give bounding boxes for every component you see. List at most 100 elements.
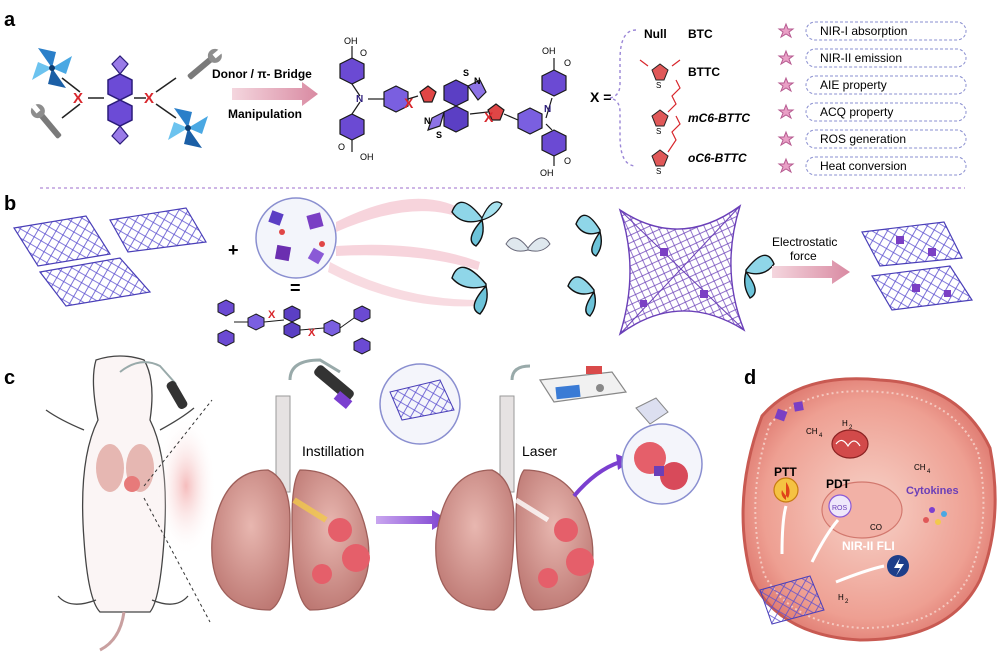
arrow-label-top: Donor / π- Bridge: [212, 67, 312, 81]
option-bttc: BTTC: [688, 65, 720, 79]
x-equals-label: X =: [590, 89, 611, 105]
step-arrow: [376, 510, 448, 530]
property-label: ROS generation: [820, 132, 906, 146]
property-label: AIE property: [820, 78, 887, 92]
x-linker-left: X: [73, 90, 83, 107]
option-null-prefix: Null: [644, 27, 667, 41]
star-icon: [777, 76, 795, 93]
cooh-top-right: OH: [542, 46, 556, 56]
ros-icon: [828, 494, 852, 518]
wrench-icon: [30, 104, 62, 139]
star-icon: [777, 49, 795, 66]
mitochondrion-icon: [831, 429, 869, 459]
atom-n-right: N: [544, 104, 551, 115]
thiophene-s-2: S: [656, 127, 661, 136]
core-acceptor: [107, 55, 133, 145]
cooh-top-left: OH: [344, 36, 358, 46]
wrench-icon: [187, 48, 222, 80]
atom-n-core-2: N: [424, 116, 431, 126]
graphene-sheet: [13, 207, 207, 307]
property-pill: [805, 102, 967, 122]
plus-sign: +: [228, 240, 239, 260]
butterfly-icon: [567, 276, 597, 317]
cooh-bottom-left: OH: [360, 152, 374, 162]
h2-label-1: H: [842, 419, 848, 428]
h2-sub-1: 2: [849, 425, 853, 431]
force-label-2: force: [790, 249, 817, 263]
graphene-in-cell: [759, 575, 825, 625]
thiophene-s-3: S: [656, 167, 661, 176]
atom-n-left: N: [356, 94, 363, 105]
lungs-laser: [435, 364, 594, 611]
x-linker-mol-right: X: [484, 109, 494, 125]
panel-label-d: d: [744, 367, 756, 389]
o-bottom-right: O: [564, 156, 571, 166]
panel-label-b: b: [4, 193, 16, 215]
ch4-label-1: CH: [806, 427, 818, 436]
star-icon: [777, 157, 795, 174]
ros-label: ROS: [832, 505, 848, 512]
lungs-instillation: [211, 358, 370, 611]
nanoparticles: [268, 210, 325, 265]
fire-icon: [773, 477, 799, 503]
laser-device: [538, 366, 628, 403]
property-pill: [805, 156, 967, 176]
manipulation-arrow: [232, 82, 318, 106]
loaded-graphene: [861, 221, 974, 311]
property-label: NIR-II emission: [820, 51, 902, 65]
panel-label-c: c: [4, 367, 15, 389]
property-pill: [805, 48, 967, 68]
property-label: ACQ property: [820, 105, 893, 119]
arrow-label-bottom: Manipulation: [228, 107, 302, 121]
equals-sign: =: [290, 278, 301, 298]
panel-b: + = X X: [13, 197, 974, 355]
panel-a: X X Donor / π- Bridge Manipulation: [30, 21, 967, 178]
x-small-left: X: [268, 309, 276, 321]
atom-s-core-2: S: [436, 130, 442, 140]
cytokines-label: Cytokines: [906, 485, 959, 497]
thiophene-s-1: S: [656, 81, 661, 90]
step-instillation: Instillation: [302, 443, 364, 459]
option-btc: BTC: [688, 27, 713, 41]
thiophene-icon: [651, 115, 681, 167]
butterfly-icon: [743, 254, 775, 299]
options-brace: [609, 29, 637, 167]
option-oc6-bttc: oC6-BTTC: [688, 151, 747, 165]
star-icon: [777, 22, 795, 39]
atom-s-core-1: S: [463, 68, 469, 78]
pdt-label: PDT: [826, 477, 851, 491]
ch4-sub-2: 4: [927, 469, 931, 475]
x-linker-right: X: [144, 90, 154, 107]
thiophene-icon: [651, 79, 681, 127]
electrostatic-arrow: [772, 260, 850, 284]
lightning-icon: [887, 555, 909, 577]
panel-d: PTT PDT ROS Cytokines NIR-II FLI CH 4 H …: [741, 377, 997, 642]
net-mesh: [618, 204, 746, 336]
panel-label-a: a: [4, 9, 16, 31]
butterfly-icon: [451, 266, 488, 315]
thiophene-icon: [639, 59, 681, 81]
ptt-label: PTT: [774, 465, 797, 479]
force-label-1: Electrostatic: [772, 235, 837, 249]
atom-n-core-1: N: [474, 76, 481, 86]
co-label: CO: [870, 523, 882, 532]
nir-fli-label: NIR-II FLI: [842, 539, 895, 553]
step-laser: Laser: [522, 443, 557, 459]
h2-label-2: H: [838, 593, 844, 602]
molecule-zoom-circle: [255, 197, 337, 279]
property-pill: [805, 75, 967, 95]
butterfly-icon: [575, 214, 603, 257]
molecule-small: [217, 299, 371, 355]
h2-sub-2: 2: [845, 599, 849, 605]
property-label: NIR-I absorption: [820, 24, 907, 38]
ch4-sub-1: 4: [819, 433, 823, 439]
x-small-right: X: [308, 327, 316, 339]
pinwheel-icon: [32, 48, 72, 88]
panel-c: Instillation Laser: [45, 355, 703, 652]
pinwheel-icon: [168, 108, 208, 148]
x-linker-mol-left: X: [404, 95, 414, 111]
property-pill: [805, 21, 967, 41]
o-bottom-left: O: [338, 142, 345, 152]
cooh-bottom-right: OH: [540, 168, 554, 178]
